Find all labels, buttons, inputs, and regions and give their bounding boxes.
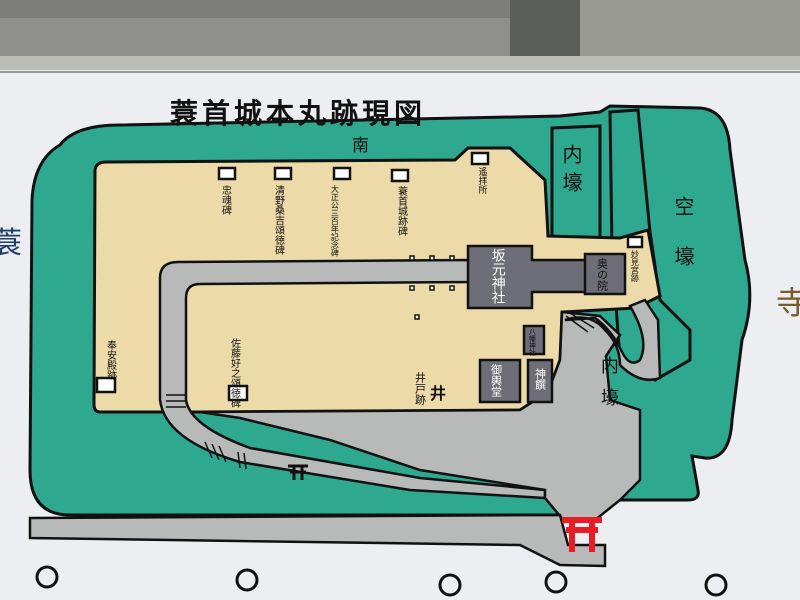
shrine-label-shinsen: 神饌 <box>533 368 547 390</box>
moat-label-south: 南 <box>352 136 369 156</box>
mounting-holes <box>35 565 728 597</box>
label-sato: 佐藤好之頌徳碑 <box>228 338 240 408</box>
shrine-label-hachiman: 八幡神社 <box>528 328 537 356</box>
moat-label-inner-top: 内壕 <box>559 144 583 200</box>
monument-label-chukonhi: 忠魂碑 <box>219 185 231 215</box>
edge-char-right: 寺 <box>776 284 800 322</box>
monument-label-kiyono: 清野桑吉頌徳碑 <box>272 185 284 255</box>
shrine-label-main: 坂元神社 <box>489 248 506 304</box>
stone-steps <box>166 312 595 470</box>
monument-label-yohaisho: 遙拝所 <box>476 167 487 194</box>
well-icon: 井 <box>430 384 447 403</box>
paths <box>28 258 662 568</box>
monument-label-taisho: 大正公三百年記念碑 <box>330 185 340 257</box>
lantern-dots <box>409 255 455 320</box>
shrine-label-myoken: 妙見宮跡 <box>630 250 640 282</box>
shrine-label-oku: 奥の院 <box>595 258 609 291</box>
label-well: 井戸跡 <box>413 372 427 405</box>
shrine-label-mikoshi: 御輿堂 <box>489 364 503 397</box>
monument-label-minokubi: 蓑首城跡碑 <box>395 186 407 236</box>
shrine-buildings <box>466 244 627 404</box>
monument-markers <box>95 151 644 402</box>
edge-char-left: 蓑 <box>0 226 22 261</box>
map-title: 蓑首城本丸跡現図 <box>170 97 427 130</box>
gate-icon <box>288 464 308 480</box>
moat-label-dry: 空壕 <box>671 196 695 296</box>
label-hoanden: 奉安殿跡 <box>104 340 116 380</box>
moat-label-inner-bottom: 内壕 <box>597 356 619 420</box>
concrete-ceiling <box>0 0 800 72</box>
torii-gate-icon <box>562 517 602 552</box>
